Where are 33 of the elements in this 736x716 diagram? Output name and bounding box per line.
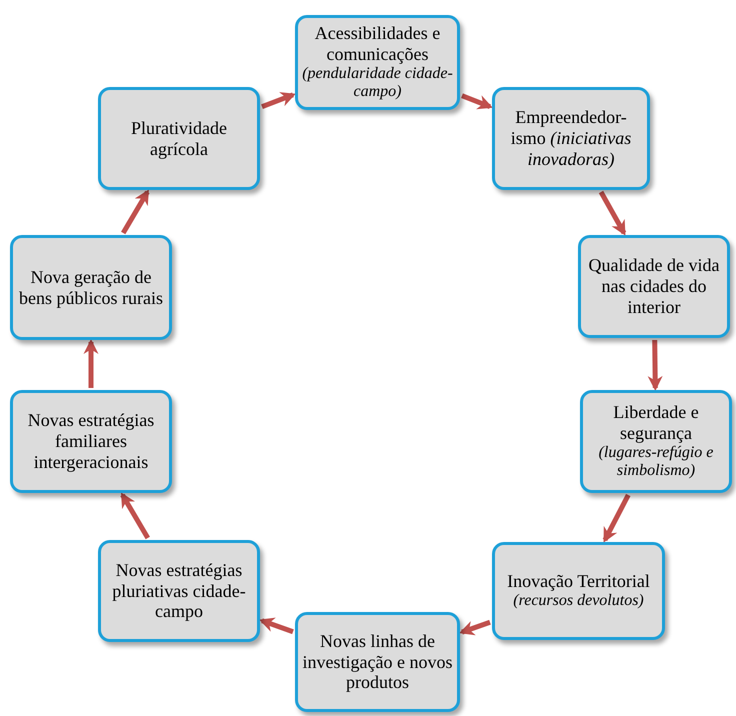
- arrow: [121, 189, 150, 234]
- process-box: [295, 15, 460, 110]
- process-box: [578, 235, 730, 338]
- box-text: Pluratividade agrícola: [130, 118, 228, 160]
- box-note: (lugares-refúgio e simbolismo): [598, 444, 714, 481]
- process-box: [10, 390, 172, 493]
- process-box: [492, 542, 665, 640]
- arrow: [461, 93, 493, 110]
- box-text: Empreendedor- ismo (iniciativas inovadoras): [510, 107, 632, 170]
- arrow: [459, 620, 491, 636]
- arrow: [598, 190, 626, 236]
- arrow: [602, 494, 630, 543]
- process-box: [295, 612, 460, 712]
- arrow: [259, 618, 294, 634]
- process-box: [580, 390, 732, 493]
- box-text: Novas estratégias familiares intergeracionais: [26, 410, 156, 473]
- arrow: [120, 492, 150, 540]
- box-note: (pendularidade cidade-campo): [302, 64, 453, 102]
- process-box: [492, 87, 650, 190]
- box-text: Novas estratégias pluriativas cidade-campo: [111, 560, 247, 622]
- arrow: [648, 340, 663, 391]
- arrow: [261, 92, 296, 110]
- box-text: Qualidade de vida nas cidades do interior: [588, 255, 720, 318]
- process-box: [10, 235, 172, 340]
- arrow: [84, 339, 98, 388]
- box-note: (recursos devolutos): [513, 592, 644, 611]
- box-text: Liberdade e segurança: [612, 402, 700, 444]
- box-text: Novas linhas de investigação e novos produtos: [302, 630, 453, 694]
- box-text: Nova geração de bens públicos rurais: [18, 266, 164, 308]
- process-box: [98, 87, 260, 190]
- process-box: [98, 540, 260, 642]
- box-text: Acessibilidades e comunicações: [314, 23, 442, 65]
- box-text: Inovação Territorial: [507, 571, 650, 592]
